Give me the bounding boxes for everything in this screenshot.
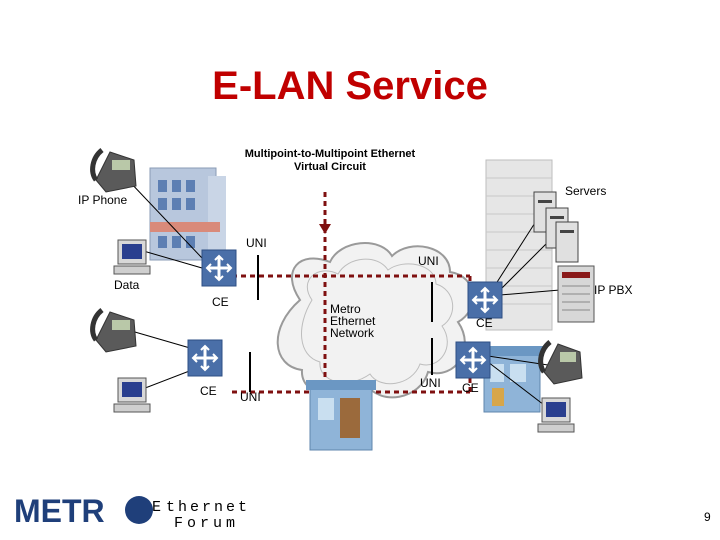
mef-logo-graphic: METR E thernet Forum — [14, 493, 250, 532]
logo-ethernet-text: thernet — [166, 499, 250, 516]
ip-phone-top-left-icon — [90, 148, 137, 193]
uni-label-top-left: UNI — [246, 236, 267, 250]
virtual-circuit-arrowhead — [319, 224, 331, 234]
metro-ethernet-forum-logo: METR E thernet Forum — [14, 492, 254, 537]
data-label: Data — [114, 278, 140, 292]
logo-e-letter: E — [152, 499, 161, 516]
building-left-icon — [149, 167, 226, 261]
metro-label-line-2: Ethernet — [330, 314, 376, 328]
metro-ethernet-network-label: Metro Ethernet Network — [330, 303, 375, 339]
metro-label-line-1: Metro — [330, 302, 361, 316]
computer-bottom-right-icon — [537, 397, 575, 433]
ce-label-left-bottom: CE — [200, 384, 217, 398]
uni-label-bottom-left: UNI — [240, 390, 261, 404]
ce-switch-right-top-icon — [467, 281, 503, 319]
ce-label-left-top: CE — [212, 295, 229, 309]
computer-bottom-left-icon — [113, 377, 151, 413]
ce-switch-right-bottom-icon — [455, 341, 491, 379]
logo-metro-text: METR — [14, 493, 105, 529]
uni-markers — [249, 255, 433, 392]
metro-label-line-3: Network — [330, 326, 375, 340]
ce-label-right-bottom: CE — [462, 381, 479, 395]
virtual-circuit-label: Multipoint-to-Multipoint Ethernet Virtua… — [240, 148, 420, 174]
building-bottom-right-icon — [480, 346, 544, 413]
access-links — [127, 179, 561, 409]
slide-title: E-LAN Service — [212, 64, 488, 108]
page-number: 9 — [704, 510, 711, 524]
ip-pbx-label: IP PBX — [594, 283, 633, 297]
building-bottom-center-icon — [306, 380, 376, 451]
ip-phone-label: IP Phone — [78, 193, 128, 207]
uni-label-top-right: UNI — [418, 254, 439, 268]
computer-top-left-icon — [113, 239, 151, 275]
virtual-circuit-line-1: Multipoint-to-Multipoint Ethernet — [244, 148, 416, 160]
ce-switch-left-bottom-icon — [187, 339, 223, 377]
uni-label-bottom-right: UNI — [420, 376, 441, 390]
ce-label-right-top: CE — [476, 316, 493, 330]
logo-forum-text: Forum — [174, 515, 239, 532]
ce-switch-left-top-icon — [201, 249, 237, 287]
virtual-circuit-line-2: Virtual Circuit — [294, 161, 366, 173]
ip-phone-bottom-right-icon — [538, 340, 583, 385]
servers-label: Servers — [565, 184, 607, 198]
servers-icon — [533, 191, 579, 263]
ip-pbx-icon — [557, 265, 595, 323]
ip-phone-mid-left-icon — [90, 308, 137, 353]
